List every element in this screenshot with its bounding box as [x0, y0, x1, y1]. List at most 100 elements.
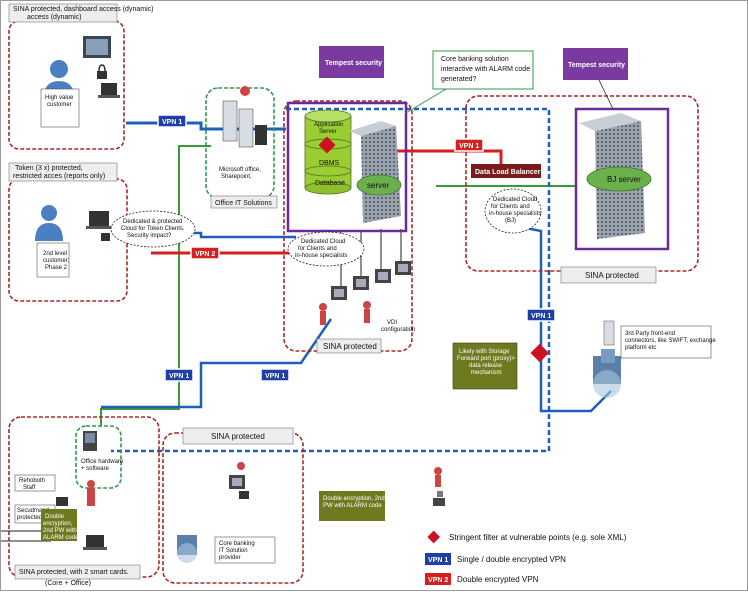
vpn-tag-center-red: VPN 1 — [454, 138, 484, 152]
legend-diamond — [427, 530, 441, 544]
third-party-building-icon — [593, 320, 621, 398]
vdi-label-2: configuration — [381, 327, 415, 333]
laptop-icon — [98, 83, 120, 98]
sina-right-label: SINA protected — [585, 271, 639, 280]
office-hardware-icon — [83, 431, 97, 451]
second-level-label: 2nd level — [43, 251, 67, 257]
tempest-box-left — [286, 101, 408, 233]
second-level-label-2: customer; — [43, 258, 70, 264]
sina-bottom-middle-label: SINA protected — [211, 432, 265, 441]
tempest-right-label: Tempest security — [568, 62, 625, 69]
vpn-tag-token-text: VPN 2 — [195, 251, 215, 258]
dedicated-cloud-center-text-2: for Clients and — [298, 246, 337, 252]
third-party-box — [620, 325, 712, 359]
double-enc-left-text-3: 2nd PW with — [43, 528, 77, 534]
staff-person-icon — [87, 480, 95, 506]
storage-note-text-4: mechanism — [471, 370, 502, 376]
application-server-label: Application — [314, 122, 343, 128]
vdi-workstations — [319, 261, 411, 325]
dedicated-cloud-right-text-3: in-house specialists — [489, 211, 541, 217]
second-level-customer-icon — [35, 205, 70, 278]
dedicated-cloud-right-text-2: for Clients and — [491, 204, 530, 210]
double-enc-right-text-2: PW with ALARM code — [323, 503, 382, 509]
core-banking-callout-text: Core banking solution — [441, 56, 509, 63]
storage-note-text: Likely with Storage — [459, 349, 510, 355]
storage-note-box — [452, 342, 518, 390]
office-it-device-label: Microsoft office, — [219, 167, 261, 173]
vpn-tag-right-blue: VPN 1 — [526, 308, 556, 322]
office-servers-icon — [222, 86, 267, 148]
dedicated-protected-cloud-text-3: Security impact? — [127, 233, 172, 239]
dedicated-cloud-center-text-3: in-house specialists — [295, 253, 347, 259]
dedicated-cloud-center-text: Dedicated Cloud — [301, 239, 345, 245]
double-enc-left-text: Double — [45, 514, 65, 520]
third-party-text: 3rd Party front-end — [625, 331, 675, 337]
blue-link-middle — [101, 318, 333, 409]
red-link-server-dlb — [381, 149, 503, 166]
vdi-label: VDI — [387, 320, 397, 326]
zone-dashboard-title-2: access (dynamic) — [27, 14, 81, 21]
lock-icon — [97, 64, 107, 79]
high-value-customer-icon — [40, 60, 80, 128]
legend-vpn2: VPN 2 Double encrypted VPN — [425, 573, 539, 585]
data-load-balancer — [471, 164, 541, 178]
sina-center-label: SINA protected — [323, 342, 377, 351]
core-banking-callout-text-3: generated? — [441, 76, 477, 83]
dedicated-cloud-right-text: Dedicated Cloud — [493, 197, 537, 203]
rehoboth-label: Rehoboth — [19, 478, 45, 484]
high-value-customer-label-2: customer — [47, 102, 72, 108]
tempest-left-label: Tempest security — [325, 60, 382, 67]
zone-token-title: Token (3 x) protected, — [15, 165, 83, 172]
zone-dashboard-access — [8, 20, 125, 150]
dedicated-protected-cloud-text-2: Cloud for Token Clients. — [121, 226, 185, 232]
application-server-label-2: Server — [319, 129, 337, 135]
blue-link-right — [515, 224, 612, 413]
bottom-left-laptops — [56, 497, 107, 550]
double-enc-left-text-4: ALARM code — [43, 535, 79, 541]
bottom-left-title-2: (Core + Office) — [45, 580, 91, 587]
core-banking-callout-text-2: interactive with ALARM code — [441, 66, 530, 73]
legend-lock-icon — [433, 491, 445, 506]
double-enc-box-right — [319, 491, 385, 521]
core-banking-callout — [432, 50, 534, 90]
legend-vpn2-tag: VPN 2 — [428, 577, 448, 584]
third-party-text-2: connectors, like SWIFT, exchange — [625, 338, 716, 344]
server-rack-center — [349, 121, 402, 223]
vpn-tag-left-green: VPN 1 — [164, 368, 194, 382]
bj-server-rack — [579, 113, 652, 239]
tablet-icon — [83, 36, 111, 58]
database-label: Database — [315, 180, 345, 187]
dedicated-cloud-right-text-4: (BJ) — [505, 218, 516, 224]
double-enc-right-text: Double encryption, 2nd — [323, 496, 385, 502]
rehoboth-label-2: Staff — [23, 485, 36, 491]
second-level-label-3: Phase 2 — [45, 265, 68, 271]
dbms-label: DBMS — [319, 160, 340, 167]
core-banking-provider-text-3: provider — [219, 555, 241, 561]
legend-person-icon — [434, 467, 442, 487]
legend-vpn2-text: Double encrypted VPN — [457, 575, 539, 584]
zone-right — [465, 95, 699, 272]
vpn-tag-token: VPN 2 — [190, 246, 220, 260]
secudmand-label: Secudmand — [17, 508, 49, 514]
core-banking-provider-icon — [177, 535, 197, 563]
tempest-box-right — [574, 107, 670, 251]
dedicated-protected-cloud — [110, 210, 196, 248]
legend-stringent-filter: Stringent filter at vulnerable points (e… — [449, 533, 627, 542]
bottom-left-title: SINA protected, with 2 smart cards. — [19, 569, 129, 576]
vpn-tag-left-green-text: VPN 1 — [169, 373, 189, 380]
core-banking-provider-text-2: IT Solution — [219, 548, 248, 554]
double-enc-box-left — [41, 509, 77, 541]
dedicated-cloud-right — [484, 188, 542, 234]
server-label: server — [367, 181, 390, 190]
laptop-token-icon — [86, 211, 112, 241]
bj-server-label: BJ server — [607, 175, 641, 184]
filter-diamond-right — [530, 343, 549, 363]
green-link-left — [100, 145, 211, 426]
office-hardware-label-2: + software — [81, 466, 110, 472]
office-it-device-label-2: Sharepoint, — [221, 174, 252, 180]
data-load-balancer-label: Data Load Balancer — [475, 169, 541, 176]
legend-vpn1-tag: VPN 1 — [428, 557, 448, 564]
legend-vpn1: VPN 1 Single / double encrypted VPN — [425, 553, 566, 565]
secudmand-label-2: protected — [17, 515, 42, 521]
legend-vpn1-text: Single / double encrypted VPN — [457, 555, 566, 564]
